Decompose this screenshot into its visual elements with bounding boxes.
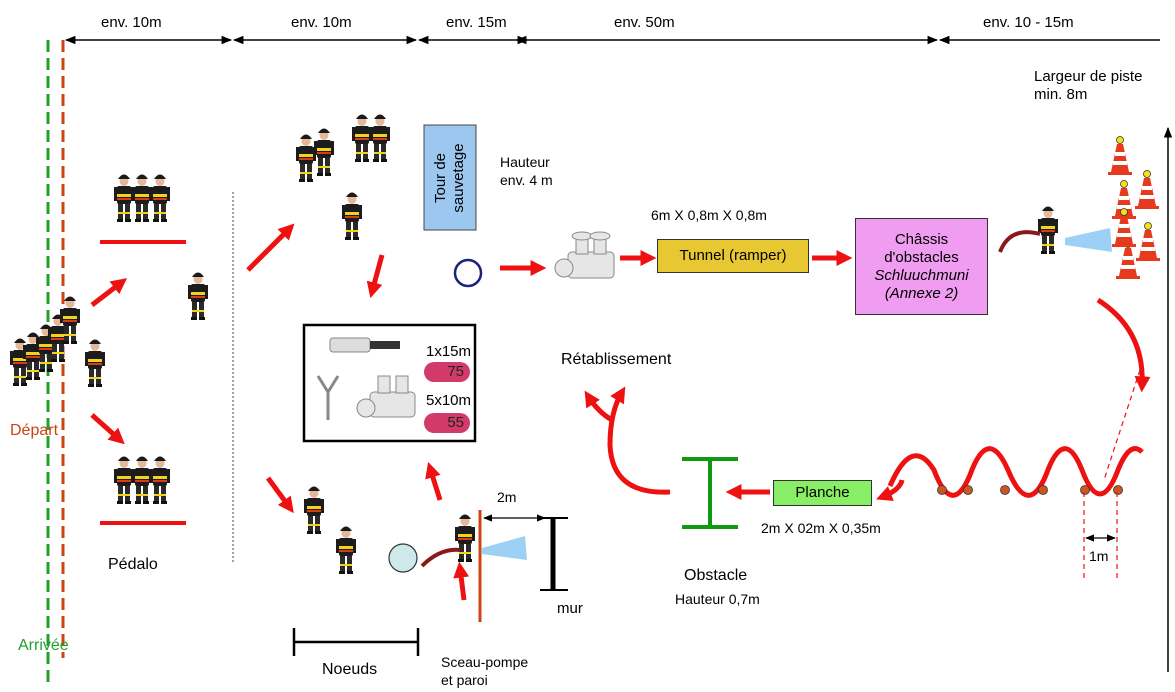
- wall-distance-label: 2m: [497, 489, 517, 505]
- firefighter-group-tower: [296, 114, 390, 240]
- hose1-badge: 75: [424, 362, 470, 382]
- slalom-spacing-label: 1m: [1089, 548, 1109, 564]
- bucket-pump-line2: et paroi: [441, 672, 488, 688]
- bucket-pump-line1: Sceau-pompe: [441, 654, 529, 670]
- finish-label: Arrivée: [18, 637, 69, 654]
- distance-label-4: env. 50m: [614, 14, 675, 31]
- obstacle-label: Obstacle: [684, 567, 748, 584]
- tower-height-line2: env. 4 m: [500, 172, 553, 188]
- obstacle-frame-line4: (Annexe 2): [884, 284, 959, 302]
- slalom-path: [887, 446, 1144, 498]
- tower-height-line1: Hauteur: [500, 154, 550, 170]
- hose2-badge: 55: [424, 413, 470, 433]
- tunnel-dimensions: 6m X 0,8m X 0,8m: [651, 207, 767, 223]
- firefighter-nozzle-right: [998, 206, 1112, 254]
- firefighter-group-start: [10, 296, 105, 387]
- obstacle-frame-line1: Châssis: [894, 230, 949, 248]
- obstacle-frame-box: Châssis d'obstacles Schluuchmuni (Annexe…: [855, 218, 988, 315]
- hose2-count: 5x10m: [426, 392, 472, 409]
- hose1-count: 1x15m: [426, 343, 472, 360]
- hydrant-key-icon: [316, 375, 340, 420]
- target-circle: [453, 258, 483, 288]
- obstacle-frame-line2: d'obstacles: [884, 248, 959, 266]
- distance-label-5: env. 10 - 15m: [983, 14, 1074, 31]
- tunnel-box: Tunnel (ramper): [657, 239, 809, 273]
- firefighter-nozzle-bucket: [420, 514, 527, 568]
- nozzle-icon: [329, 337, 400, 353]
- knots-bracket: [292, 628, 420, 656]
- obstacle-frame-line3: Schluuchmuni: [874, 266, 969, 284]
- plank-dimensions: 2m X 02m X 0,35m: [761, 520, 881, 536]
- knots-label: Noeuds: [322, 661, 378, 678]
- wall-icon: [540, 517, 568, 591]
- track-width-line1: Largeur de piste: [1034, 68, 1143, 85]
- dividing-breeching-icon: [554, 231, 615, 279]
- breeching-icon: [356, 375, 416, 418]
- distance-label-3: env. 15m: [446, 14, 507, 31]
- start-label: Départ: [10, 422, 59, 439]
- rescue-tower-text: Tour de sauvetage: [432, 142, 467, 213]
- bucket-pump-icon: [388, 543, 418, 573]
- track-width-line2: min. 8m: [1034, 86, 1088, 103]
- slalom-poles: [937, 485, 1123, 495]
- pedalo-team-top: [100, 174, 186, 244]
- rescue-tower-box: [423, 124, 477, 231]
- course-arrows: [90, 223, 1151, 601]
- distance-label-2: env. 10m: [291, 14, 352, 31]
- wall-label: mur: [557, 600, 583, 617]
- reestablishment-label: Rétablissement: [561, 351, 672, 368]
- pedalo-team-bottom: [100, 456, 186, 525]
- slalom-spacing-guides: [1083, 369, 1141, 580]
- obstacle-icon: [682, 457, 738, 529]
- firefighter-group-knots: [304, 486, 356, 574]
- cone-markers: [1107, 136, 1161, 280]
- distance-label-1: env. 10m: [101, 14, 162, 31]
- pedalo-label: Pédalo: [108, 556, 158, 573]
- firefighter-single: [188, 272, 208, 320]
- plank-box: Planche: [773, 480, 872, 506]
- obstacle-height: Hauteur 0,7m: [675, 591, 760, 607]
